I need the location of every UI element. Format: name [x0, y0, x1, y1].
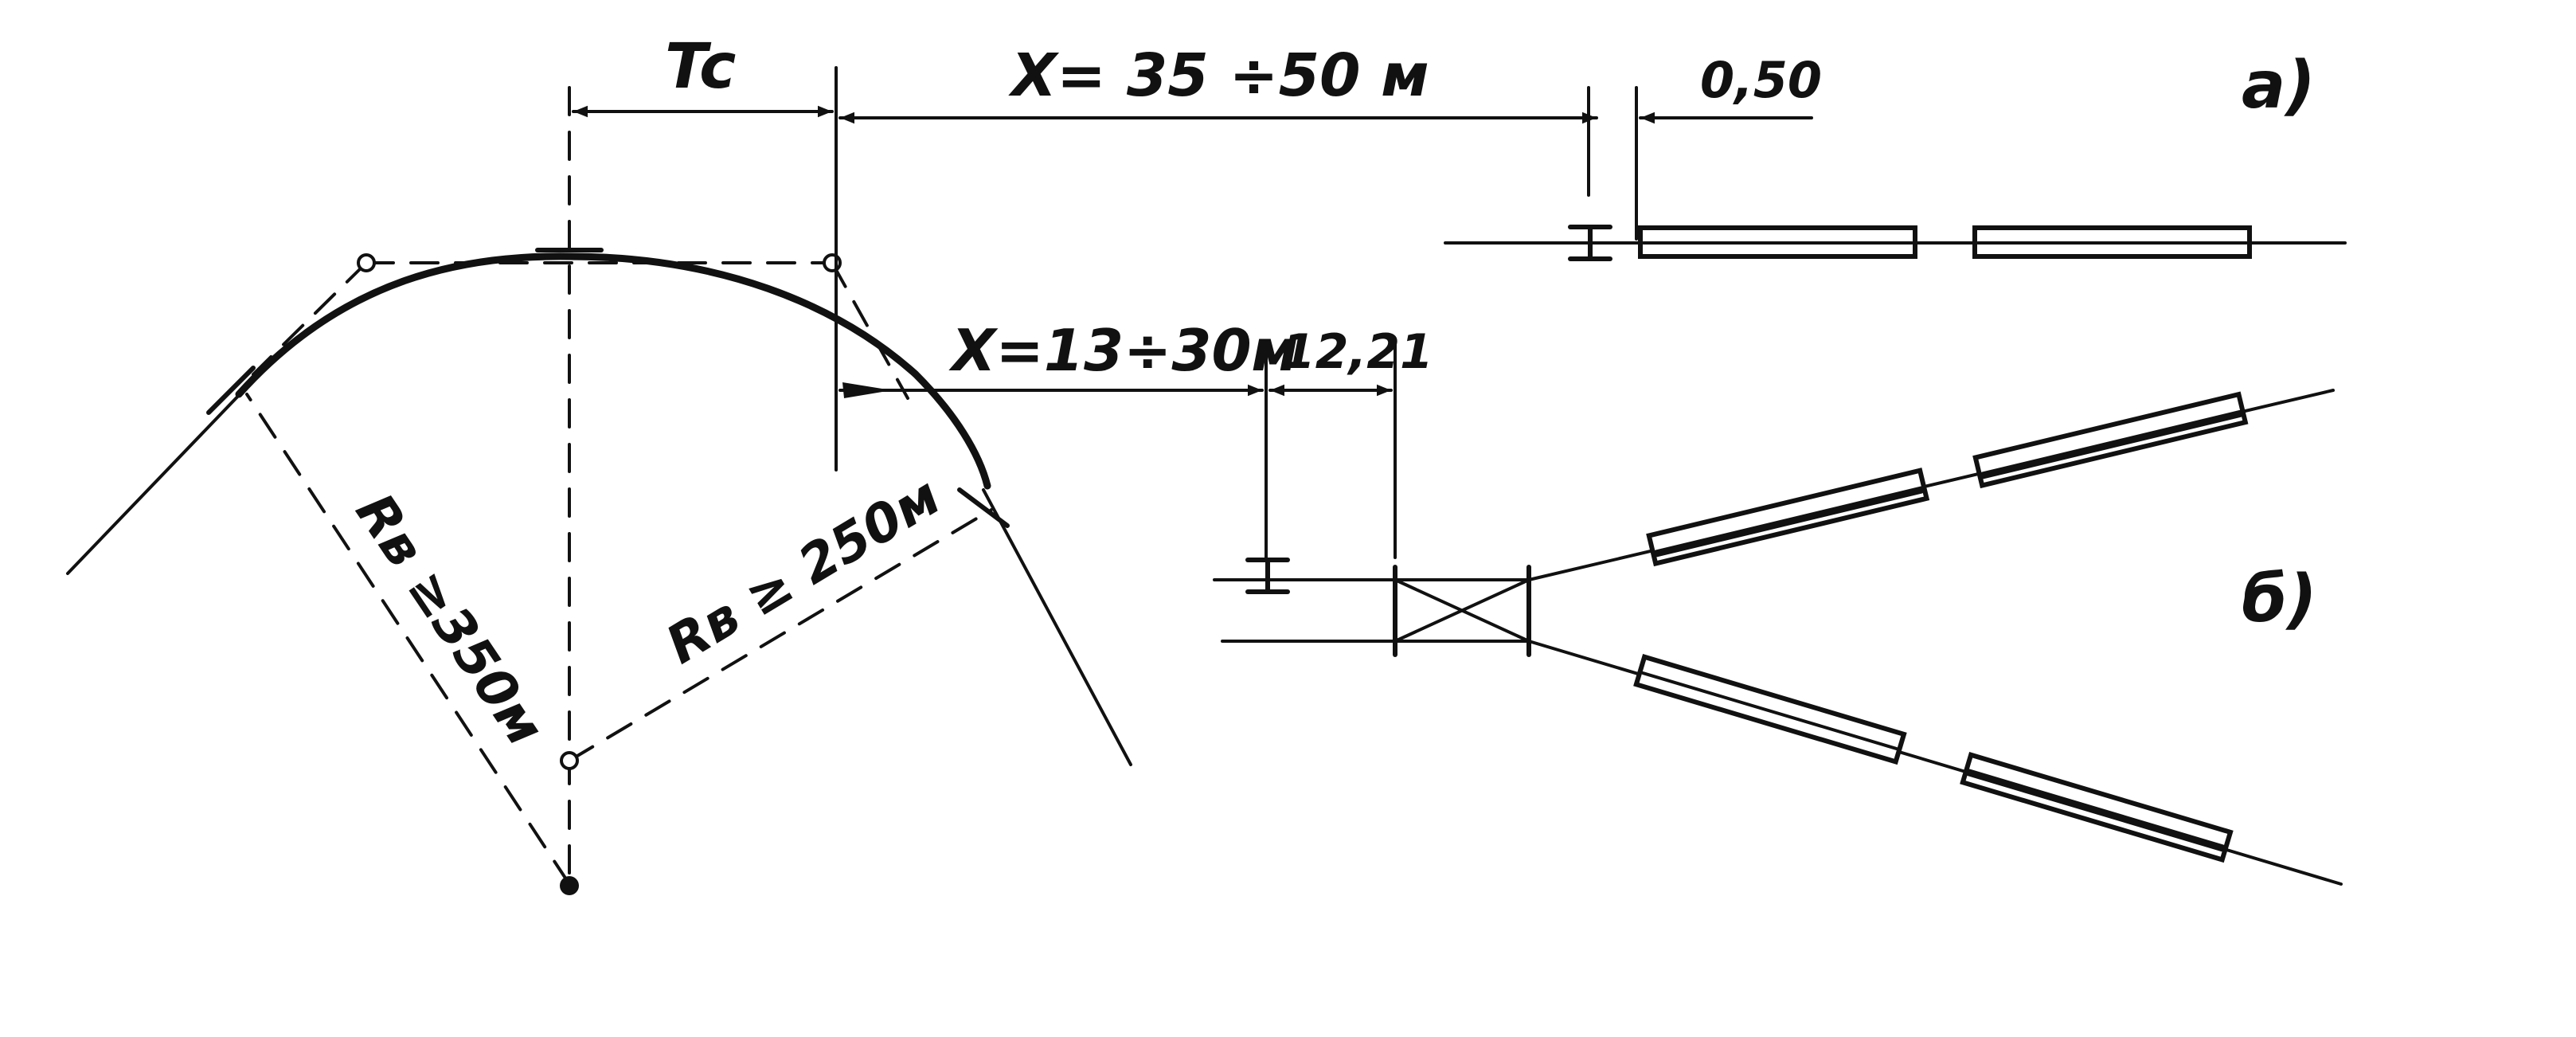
tangent-dashed-left: [252, 261, 368, 376]
variant-a-group: X= 35 ÷50 м 0,50 a): [838, 41, 2347, 261]
left-tangency-tick: [206, 366, 256, 415]
x-bottom-label: X=13÷30м: [948, 317, 1298, 384]
variant-a-label: a): [2242, 48, 2316, 123]
right-tangency-tick: [957, 487, 1010, 528]
center-large: [560, 876, 579, 895]
variant-b-label: б): [2242, 562, 2317, 637]
radius-small-line: [568, 508, 993, 762]
tangent-dashed-right: [831, 261, 909, 400]
right-approach-line: [982, 488, 1132, 766]
radius-large-label: Rв ≥350м: [344, 483, 557, 757]
tc-label: Tc: [665, 31, 736, 103]
vertical-curve-group: Tc Rв ≥350м Rв ≥ 250м: [66, 31, 1132, 895]
variant-b-group: X=13÷30м 12,21: [838, 317, 2343, 886]
radius-small-label: Rв ≥ 250м: [656, 465, 951, 676]
x-top-label: X= 35 ÷50 м: [1008, 41, 1429, 110]
crossover-2: [1394, 578, 1530, 643]
vertical-curve-arc: [235, 252, 991, 490]
wagon-b-up-2: [1972, 391, 2249, 489]
gap-top-label: 0,50: [1700, 51, 1822, 109]
wagon-b-up-1: [1646, 468, 1930, 567]
gap-bottom-label: 12,21: [1282, 324, 1433, 380]
tangent-point-left: [357, 253, 376, 272]
left-approach-line: [66, 369, 264, 575]
center-small: [560, 751, 579, 770]
wagon-b-down-1: [1633, 654, 1907, 765]
radius-large-line: [245, 393, 571, 886]
